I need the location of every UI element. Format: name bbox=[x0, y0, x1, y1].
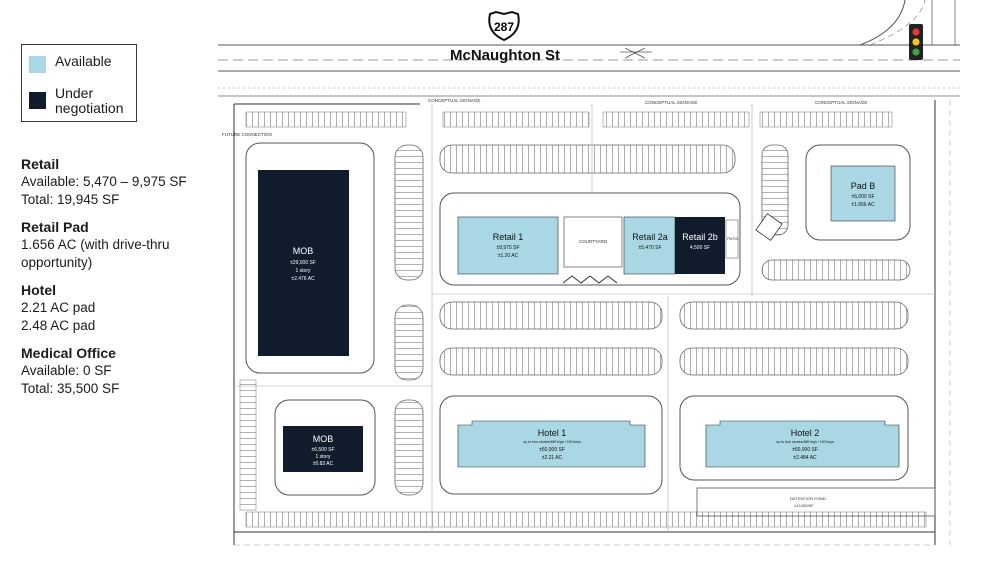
building-name: MOB bbox=[293, 246, 314, 256]
svg-text:±6,500 SF: ±6,500 SF bbox=[311, 447, 334, 453]
parking-row bbox=[245, 111, 407, 128]
stat-hotel-line: 2.21 AC pad bbox=[21, 300, 96, 315]
legend-swatch-available bbox=[29, 56, 46, 73]
signage-label: CONCEPTUAL SIGNAGE bbox=[815, 100, 867, 105]
detention-pond-label: DETENTION POND bbox=[790, 496, 826, 501]
stat-hotel-title: Hotel bbox=[21, 282, 56, 298]
building-mob-small: MOB ±6,500 SF 1 story ±0.83 AC bbox=[283, 426, 363, 472]
svg-text:±6,000 SF: ±6,000 SF bbox=[851, 194, 874, 200]
legend-item-available: Available bbox=[29, 54, 112, 73]
building-name: Retail 2a bbox=[632, 232, 668, 242]
building-name: Hotel 1 bbox=[538, 428, 567, 438]
svg-text:±1.20 AC: ±1.20 AC bbox=[498, 253, 519, 259]
stat-hotel: Hotel 2.21 AC pad 2.48 AC pad bbox=[21, 282, 201, 335]
stat-medical-line: Available: 0 SF bbox=[21, 363, 112, 378]
parking-row bbox=[442, 111, 590, 128]
svg-text:±2.484 AC: ±2.484 AC bbox=[793, 455, 817, 461]
svg-text:1 story: 1 story bbox=[315, 454, 331, 460]
stat-medical-title: Medical Office bbox=[21, 345, 116, 361]
building-name: Retail 1 bbox=[493, 232, 524, 242]
building-name: Pad B bbox=[851, 181, 876, 191]
svg-text:up to four stories/48ft high /: up to four stories/48ft high / 150 keys bbox=[776, 440, 834, 444]
courtyard-label: COURTYARD bbox=[579, 239, 608, 244]
future-connection-label: FUTURE CONNECTION bbox=[222, 132, 272, 137]
building-name: Retail 2b bbox=[682, 232, 718, 242]
legend-item-negotiation: Under negotiation bbox=[29, 86, 135, 116]
courtyard bbox=[563, 216, 623, 268]
stat-retail-line: Total: 19,945 SF bbox=[21, 192, 120, 207]
stat-medical-line: Total: 35,500 SF bbox=[21, 381, 120, 396]
svg-text:±29,000 SF: ±29,000 SF bbox=[290, 260, 316, 266]
patio-label: PATIO bbox=[727, 236, 738, 241]
building-pad-b: Pad B ±6,000 SF ±1.656 AC bbox=[830, 165, 896, 222]
svg-text:±2.21 AC: ±2.21 AC bbox=[542, 455, 563, 461]
patio bbox=[725, 219, 739, 259]
stat-retail-pad-title: Retail Pad bbox=[21, 219, 89, 235]
stat-retail-pad: Retail Pad 1.656 AC (with drive-thru opp… bbox=[21, 219, 201, 272]
building-mob-large: MOB ±29,000 SF 1 story ±2.476 AC bbox=[258, 170, 349, 356]
svg-text:±60,000 SF: ±60,000 SF bbox=[792, 447, 818, 453]
highway-shield-icon: 287 bbox=[488, 10, 520, 42]
signage-label: CONCEPTUAL SIGNAGE bbox=[645, 100, 697, 105]
legend-label-negotiation: Under negotiation bbox=[55, 85, 124, 116]
parking-row bbox=[602, 111, 750, 128]
svg-text:±5,470 SF: ±5,470 SF bbox=[638, 245, 661, 251]
svg-text:4,500 SF: 4,500 SF bbox=[690, 245, 710, 251]
stat-medical: Medical Office Available: 0 SF Total: 35… bbox=[21, 345, 201, 398]
drive-thru-icon bbox=[755, 213, 783, 241]
svg-text:±1.656 AC: ±1.656 AC bbox=[851, 202, 875, 208]
stats-panel: Retail Available: 5,470 – 9,975 SF Total… bbox=[21, 156, 201, 408]
building-name: Hotel 2 bbox=[791, 428, 820, 438]
stat-retail-line: Available: 5,470 – 9,975 SF bbox=[21, 174, 187, 189]
building-retail-2a: Retail 2a ±5,470 SF bbox=[623, 216, 676, 275]
mcnaughton-road bbox=[218, 0, 960, 97]
street-name: McNaughton St bbox=[450, 47, 560, 64]
stat-retail-pad-line: 1.656 AC (with drive-thru bbox=[21, 237, 170, 252]
detention-area-label: ±13,500SF bbox=[794, 503, 814, 508]
svg-text:±0.83 AC: ±0.83 AC bbox=[313, 461, 334, 467]
building-hotel-1: Hotel 1 up to four stories/48ft high / 1… bbox=[457, 420, 646, 468]
parking-row bbox=[759, 111, 893, 128]
legend-swatch-negotiation bbox=[29, 92, 46, 109]
building-name: MOB bbox=[313, 434, 334, 444]
svg-text:±9,975 SF: ±9,975 SF bbox=[496, 245, 519, 251]
legend-label-available: Available bbox=[55, 53, 112, 69]
stat-retail: Retail Available: 5,470 – 9,975 SF Total… bbox=[21, 156, 201, 209]
building-retail-1: Retail 1 ±9,975 SF ±1.20 AC bbox=[457, 216, 559, 275]
legend: Available Under negotiation bbox=[21, 44, 137, 122]
svg-text:±60,000 SF: ±60,000 SF bbox=[539, 447, 565, 453]
stat-retail-pad-line: opportunity) bbox=[21, 255, 93, 270]
traffic-light-icon bbox=[909, 24, 923, 60]
building-retail-2b: Retail 2b 4,500 SF bbox=[675, 217, 725, 274]
svg-text:±2.476 AC: ±2.476 AC bbox=[291, 276, 315, 282]
highway-number: 287 bbox=[494, 20, 514, 34]
stat-hotel-line: 2.48 AC pad bbox=[21, 318, 96, 333]
entry-marker-icon bbox=[562, 275, 618, 284]
signage-label: CONCEPTUAL SIGNAGE bbox=[428, 98, 480, 103]
stat-retail-title: Retail bbox=[21, 156, 60, 172]
svg-text:1 story: 1 story bbox=[295, 268, 311, 274]
svg-text:up to four stories/48ft high /: up to four stories/48ft high / 150 keys bbox=[523, 440, 581, 444]
building-hotel-2: Hotel 2 up to four stories/48ft high / 1… bbox=[705, 420, 900, 468]
site-boundary bbox=[233, 100, 951, 546]
